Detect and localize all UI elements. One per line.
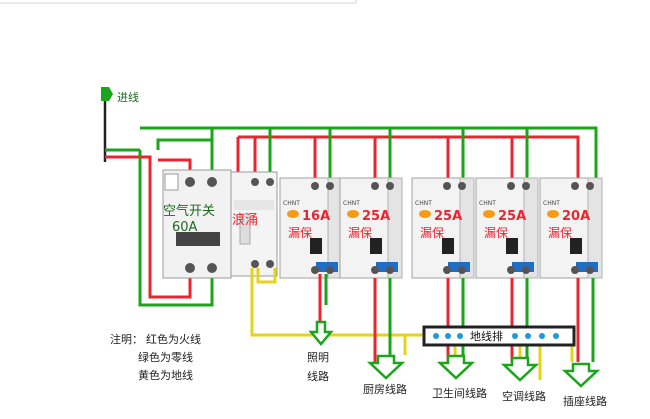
ground-bar-label: 地线排 — [470, 329, 503, 343]
arrow-bathroom — [436, 354, 476, 380]
main-wiring — [138, 126, 598, 307]
surge-protector: 浪涌 — [230, 171, 278, 277]
breaker-row: CHNT16A漏保CHNT25A漏保CHNT25A漏保CHNT25A漏保CHNT… — [279, 177, 603, 279]
legend-title: 注明： — [110, 332, 143, 346]
main-breaker-name: 空气开关 — [163, 203, 215, 219]
incoming-feed: 进线 — [101, 87, 140, 162]
circuit-label-socket: 插座线路 — [563, 394, 607, 408]
breaker-rating: 25A — [498, 209, 526, 224]
surge-label: 浪涌 — [232, 213, 258, 228]
incoming-label: 进线 — [117, 90, 139, 104]
circuit-arrows — [308, 320, 601, 388]
circuit-label-bathroom: 卫生间线路 — [432, 386, 487, 400]
brand-label: CHNT — [415, 200, 432, 207]
legend: 注明： 红色为火线 绿色为零线 黄色为地线 — [110, 332, 201, 382]
main-breaker: 空气开关 60A — [162, 169, 232, 279]
brand-label: CHNT — [543, 200, 560, 207]
circuit-wiring — [250, 268, 595, 380]
circuit-label-lighting-2: 线路 — [307, 369, 329, 383]
arrow-ac — [500, 356, 540, 382]
breaker-type: 漏保 — [484, 226, 508, 240]
legend-item: 绿色为零线 — [138, 350, 193, 364]
breaker-rating: 25A — [434, 209, 462, 224]
arrow-lighting — [308, 320, 334, 346]
breaker-rating: 16A — [302, 209, 330, 224]
brand-label: CHNT — [343, 200, 360, 207]
breaker-type: 漏保 — [348, 226, 372, 240]
circuit-labels: 照明 线路 厨房线路 卫生间线路 空调线路 插座线路 — [307, 351, 607, 408]
brand-label: CHNT — [283, 200, 300, 207]
ground-bar: 地线排 — [422, 325, 576, 347]
arrow-socket — [561, 362, 601, 388]
breaker-type: 漏保 — [288, 226, 312, 240]
circuit-label-ac: 空调线路 — [502, 389, 546, 403]
breaker-type: 漏保 — [548, 226, 572, 240]
breaker-rating: 20A — [562, 209, 590, 224]
circuit-label-lighting-1: 照明 — [307, 351, 329, 364]
circuit-label-kitchen: 厨房线路 — [363, 382, 407, 396]
arrow-kitchen — [366, 354, 406, 380]
breaker-rating: 25A — [362, 209, 390, 224]
main-breaker-rating: 60A — [172, 220, 198, 235]
brand-label: CHNT — [479, 200, 496, 207]
breaker-type: 漏保 — [420, 226, 444, 240]
legend-item: 黄色为地线 — [138, 368, 193, 382]
legend-item: 红色为火线 — [146, 332, 201, 346]
